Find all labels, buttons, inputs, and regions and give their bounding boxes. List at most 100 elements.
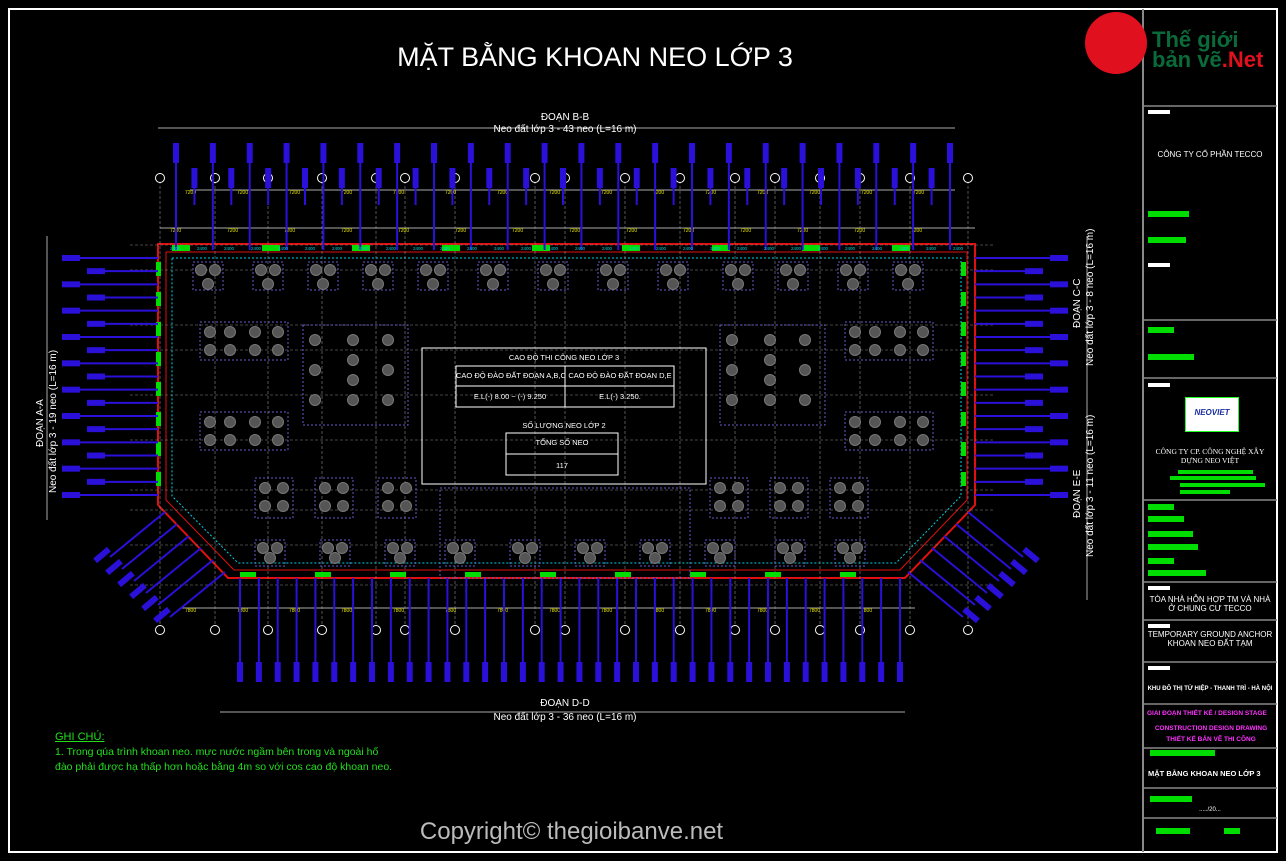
grid-bubble [963,625,973,635]
anchor-head [1050,465,1068,472]
title-block-white-tag [1148,263,1170,267]
anchor-head [541,143,548,163]
dimension-tick: 7200 [626,228,637,234]
grid-bubble [210,173,220,183]
anchor-spacing: 2400 [224,246,235,251]
anchor-head [707,168,714,188]
waler-green-mark [315,572,331,577]
pile [277,500,289,512]
anchor-head [369,662,375,682]
anchor-head-diagonal [962,606,980,624]
pile [427,278,439,290]
anchor-head-diagonal [153,606,171,624]
grid-bubble [730,625,740,635]
pile [849,344,861,356]
design-stage-vn: THIẾT KẾ BẢN VẼ THI CÔNG [1166,736,1256,743]
waler-green-mark [892,245,910,251]
anchor-spacing: 2400 [656,246,667,251]
anchor-head [87,268,105,275]
waler-green-mark [961,382,966,396]
anchor-head [394,143,401,163]
anchor-spacing: 2400 [683,246,694,251]
section-aa-name: ĐOẠN A-A [35,399,46,447]
logo-text-2: bản vẽ [1152,47,1222,72]
grid-bubble [675,173,685,183]
anchor-tendon-diagonal [931,547,988,594]
pile-cap [377,477,417,519]
logo-house-icon [1085,12,1147,74]
anchor-head [762,143,769,163]
pile [799,394,811,406]
dimension-tick: 7800 [445,608,456,614]
waler-green-mark [156,472,161,486]
anchor-head [1025,399,1043,406]
dimension-tick: 7800 [393,608,404,614]
pile [607,278,619,290]
anchor-head [255,662,262,682]
pile [774,500,786,512]
pile [726,334,738,346]
title-block-drawing-title: MẶT BẰNG KHOAN NEO LỚP 3 [1148,769,1261,778]
pile [917,434,929,446]
pile [224,344,236,356]
anchor-head [596,168,603,188]
anchor-head [312,662,319,682]
anchor-head [519,662,526,682]
pile [329,552,341,564]
anchor-head [783,662,790,682]
pile [902,278,914,290]
pile [347,334,359,346]
dimension-tick: 7200 [911,228,922,234]
pile [202,278,214,290]
anchor-head [486,168,493,188]
elevation-col2-header: CAO ĐỘ ĐÀO ĐẤT ĐOẠN D,E [568,371,672,380]
pile [894,434,906,446]
anchor-head [1025,452,1043,459]
pile [847,278,859,290]
pile [600,264,612,276]
pile [869,416,881,428]
pile [732,482,744,494]
waler-green-mark [390,572,406,577]
dimension-tick: 7200 [757,190,768,196]
anchor-head-diagonal [141,594,159,612]
anchor-head [62,334,80,340]
waler-green-mark [465,572,481,577]
pile [849,416,861,428]
anchor-head [1050,360,1068,367]
elevation-col1-value: E.L(-) 8.00 ~ (-) 9.250 [473,392,547,401]
anchor-spacing: 2400 [548,246,559,251]
pile [310,264,322,276]
pile [526,542,538,554]
anchor-spacing: 2400 [305,246,316,251]
pile [401,542,413,554]
anchor-head [228,168,235,188]
anchor-head [293,662,300,682]
pile [272,416,284,428]
anchor-tendon-diagonal [943,535,1000,582]
pile [777,542,789,554]
anchor-spacing: 2400 [629,246,640,251]
waler-green-mark [712,245,730,251]
grid-bubble [560,625,570,635]
waler-green-mark [961,442,966,456]
grid-bubble [905,625,915,635]
drawing-title: MẶT BẰNG KHOAN NEO LỚP 3 [397,42,793,72]
pile [917,416,929,428]
anchor-head [595,662,602,682]
pile [660,264,672,276]
waler-green-mark [622,245,640,251]
pile [851,542,863,554]
anchor-spacing: 2400 [440,246,451,251]
pile [834,500,846,512]
anchor-head [873,143,880,163]
pile [224,416,236,428]
anchor-head [840,662,847,682]
grid-bubble [730,173,740,183]
anchor-head [633,168,640,188]
title-block-white-tag [1148,666,1170,670]
pile [519,552,531,564]
pile [726,394,738,406]
anchor-head [431,143,437,163]
anchor-head [727,662,734,682]
